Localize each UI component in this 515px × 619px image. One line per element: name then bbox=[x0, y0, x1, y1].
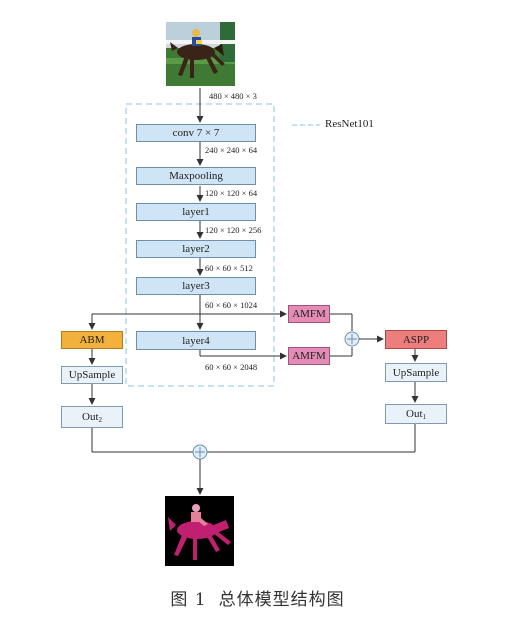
abm-block: ABM bbox=[61, 331, 123, 349]
out2-label: Out bbox=[82, 411, 99, 423]
figure-caption: 图 1 总体模型结构图 bbox=[0, 585, 515, 610]
figure-title: 总体模型结构图 bbox=[218, 590, 345, 610]
layer3-block: layer3 bbox=[136, 277, 256, 295]
out2-subscript: 2 bbox=[98, 416, 103, 424]
amfm-bottom-block: AMFM bbox=[288, 347, 330, 365]
amfm-top-block: AMFM bbox=[288, 305, 330, 323]
layer1-block: layer1 bbox=[136, 203, 256, 221]
aspp-block: ASPP bbox=[385, 330, 447, 349]
dim-after-layer3: 60 × 60 × 1024 bbox=[205, 300, 258, 310]
out1-label: Out bbox=[406, 408, 423, 420]
dim-input: 480 × 480 × 3 bbox=[209, 91, 257, 101]
conv-block: conv 7 × 7 bbox=[136, 124, 256, 142]
maxpool-block: Maxpooling bbox=[136, 167, 256, 185]
dim-after-conv: 240 × 240 × 64 bbox=[205, 145, 258, 155]
upsample-right-block: UpSample bbox=[385, 363, 447, 382]
upsample-left-block: UpSample bbox=[61, 366, 123, 384]
resnet-label: ResNet101 bbox=[325, 118, 374, 130]
input-image bbox=[166, 22, 235, 86]
dim-after-maxpool: 120 × 120 × 64 bbox=[205, 188, 258, 198]
out1-subscript: 1 bbox=[422, 413, 427, 421]
figure-number: 图 1 bbox=[170, 590, 207, 610]
dim-after-layer1: 120 × 120 × 256 bbox=[205, 225, 262, 235]
layer4-block: layer4 bbox=[136, 331, 256, 350]
layer2-block: layer2 bbox=[136, 240, 256, 258]
dim-after-layer2: 60 × 60 × 512 bbox=[205, 263, 253, 273]
dim-after-layer4: 60 × 60 × 2048 bbox=[205, 362, 258, 372]
output-segmentation-mask bbox=[165, 496, 234, 566]
